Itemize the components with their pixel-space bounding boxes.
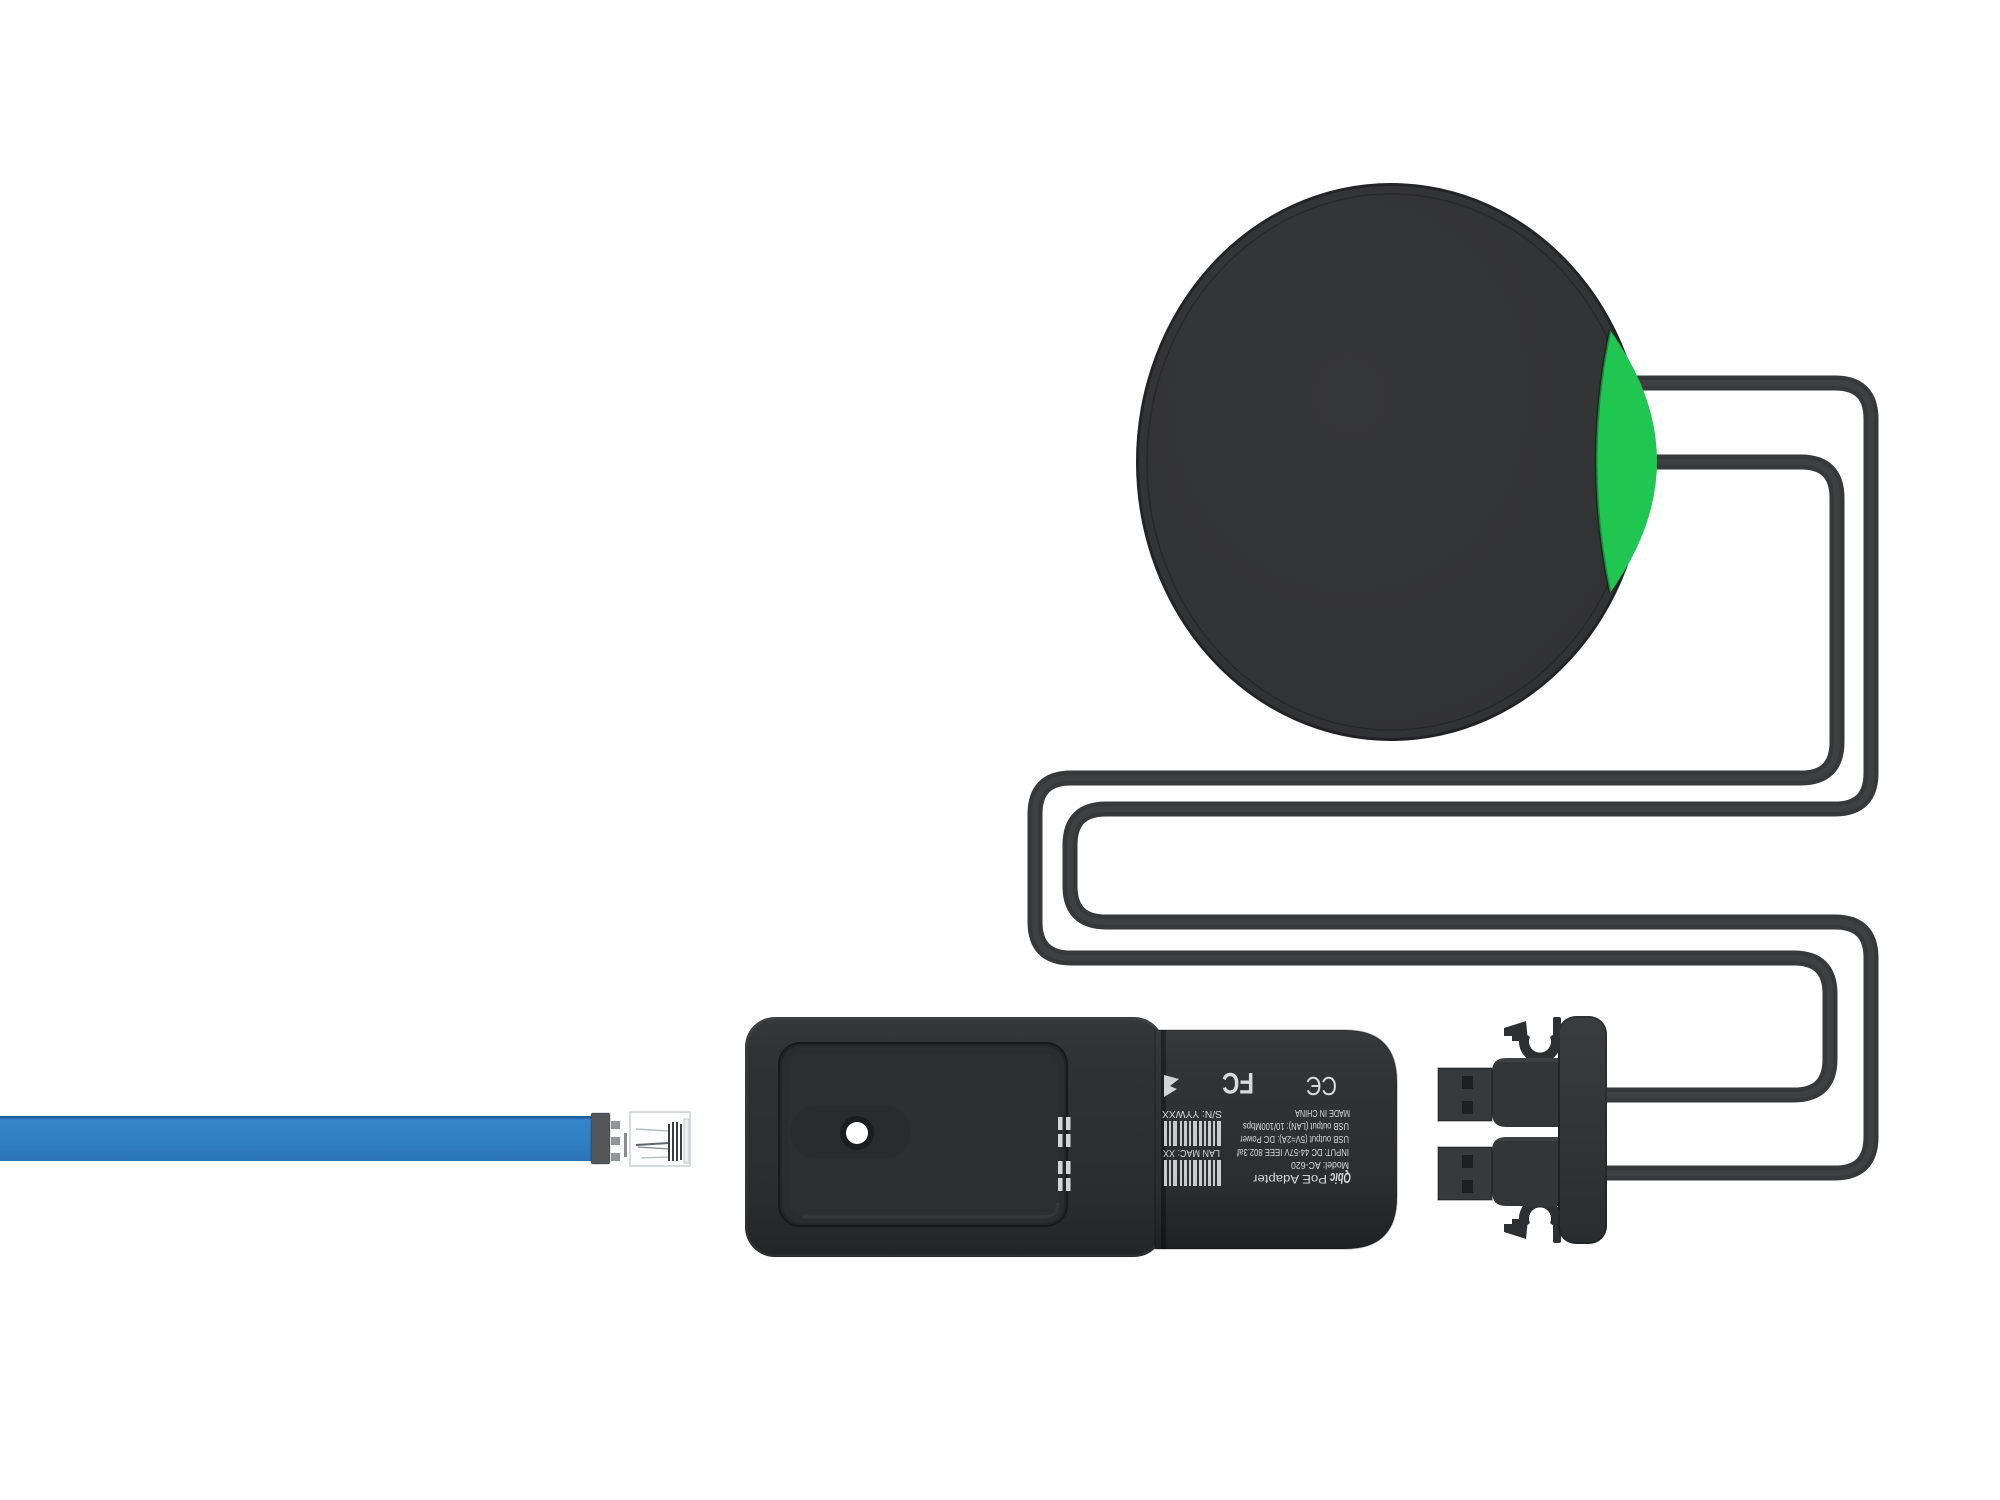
svg-text:FC: FC	[1222, 1066, 1254, 1099]
svg-text:S/N: YYWXX: S/N: YYWXX	[1162, 1108, 1222, 1119]
svg-text:CЄ: CЄ	[1306, 1071, 1337, 1101]
svg-text:INPUT: DC 44-57V IEEE 802.3af: INPUT: DC 44-57V IEEE 802.3af	[1237, 1146, 1349, 1157]
svg-text:LAN MAC: XX: LAN MAC: XX	[1163, 1147, 1220, 1158]
svg-text:MADE IN CHINA: MADE IN CHINA	[1295, 1107, 1350, 1118]
svg-text:PoE Adapter: PoE Adapter	[1253, 1172, 1327, 1186]
svg-text:Model: AC-620: Model: AC-620	[1291, 1159, 1349, 1170]
svg-text:USB output (LAN): 10/100Mbps: USB output (LAN): 10/100Mbps	[1243, 1120, 1349, 1131]
svg-text:USB output (5V=2A): DC Power: USB output (5V=2A): DC Power	[1239, 1133, 1349, 1144]
svg-text:Qbic: Qbic	[1330, 1169, 1351, 1186]
